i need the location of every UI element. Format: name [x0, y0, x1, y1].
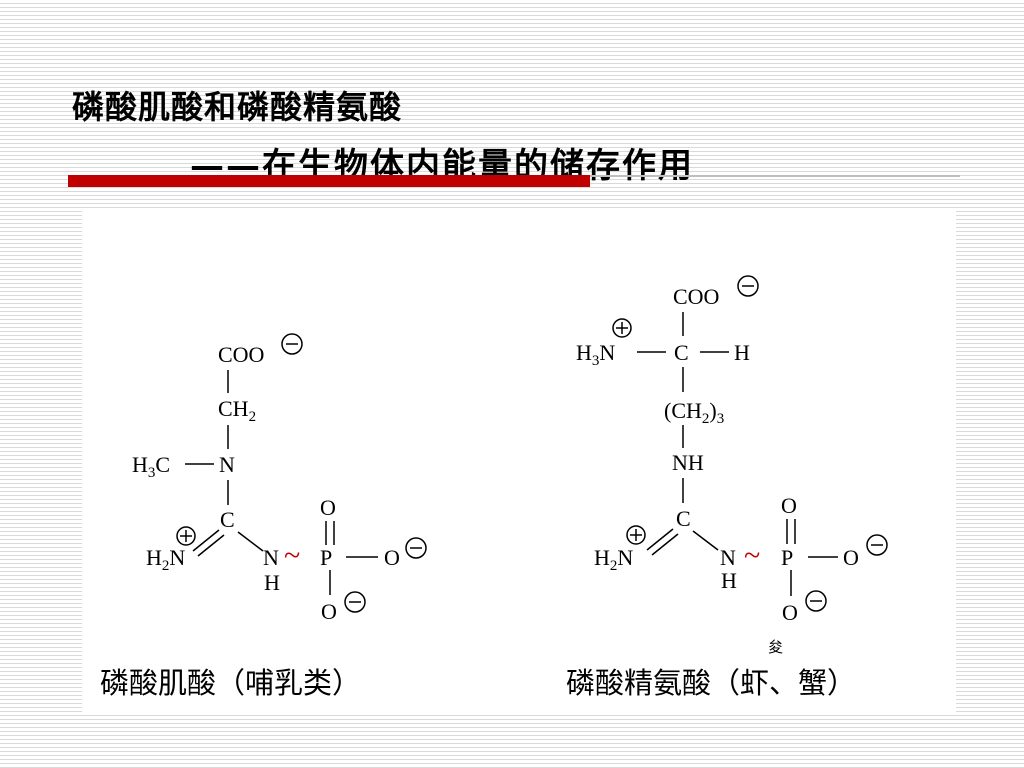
phosphorus-label: P — [320, 545, 332, 570]
stray-glyph: 夋 — [768, 639, 783, 656]
ch2-label: CH2 — [218, 396, 256, 425]
structure-diagram: COO CH2 H3C N C H2N N H ~ — [132, 275, 888, 656]
oxygen-top-label: O — [781, 493, 797, 518]
minus-charge-icon — [866, 534, 888, 556]
h3n-label: H3N — [576, 340, 615, 369]
plus-charge-icon — [626, 525, 646, 545]
oxygen-bottom-label: O — [321, 599, 337, 624]
title-rule — [590, 175, 960, 177]
alpha-c-label: C — [674, 340, 689, 365]
coo-label: COO — [673, 284, 719, 309]
double-bond-line — [651, 533, 679, 556]
double-bond-line — [192, 529, 220, 552]
nh-h-label: H — [264, 570, 280, 595]
minus-charge-icon — [405, 537, 427, 559]
minus-charge-icon — [344, 591, 366, 613]
phosphocreatine-structure: COO CH2 H3C N C H2N N H ~ — [132, 333, 427, 624]
alpha-h-label: H — [734, 340, 750, 365]
oxygen-bottom-label: O — [782, 600, 798, 625]
nh-n-label: N — [263, 545, 279, 570]
nh-n-label: N — [720, 545, 736, 570]
h3c-label: H3C — [132, 452, 170, 481]
high-energy-bond-tilde: ~ — [744, 539, 760, 572]
oxygen-right-label: O — [384, 545, 400, 570]
h2n-label: H2N — [594, 545, 633, 574]
phosphocreatine-caption: 磷酸肌酸（哺乳类） — [100, 666, 362, 700]
plus-charge-icon — [176, 526, 196, 546]
coo-label: COO — [218, 342, 264, 367]
nh-label: NH — [672, 450, 704, 475]
minus-charge-icon — [281, 333, 303, 355]
oxygen-top-label: O — [320, 495, 336, 520]
slide-title: 磷酸肌酸和磷酸精氨酸 — [72, 88, 403, 126]
minus-charge-icon — [805, 590, 827, 612]
bond-line — [237, 531, 264, 552]
oxygen-right-label: O — [843, 545, 859, 570]
title-accent-bar — [68, 175, 590, 187]
minus-charge-icon — [737, 275, 759, 297]
plus-charge-icon — [612, 318, 632, 338]
figure-panel: COO CH2 H3C N C H2N N H ~ — [82, 208, 956, 714]
bond-line — [692, 530, 719, 551]
phosphoarginine-structure: COO H3N C H (CH2)3 NH C — [576, 275, 888, 656]
guanidino-c-label: C — [676, 506, 691, 531]
n-methyl-label: N — [219, 452, 235, 477]
ch2-3-label: (CH2)3 — [664, 398, 724, 427]
phosphorus-label: P — [781, 545, 793, 570]
guanidino-c-label: C — [220, 507, 235, 532]
double-bond-line — [197, 534, 225, 557]
nh-h-label: H — [721, 568, 737, 593]
double-bond-line — [646, 528, 674, 551]
phosphoarginine-caption: 磷酸精氨酸（虾、蟹） — [566, 666, 857, 700]
h2n-label: H2N — [146, 545, 185, 574]
high-energy-bond-tilde: ~ — [284, 539, 300, 572]
